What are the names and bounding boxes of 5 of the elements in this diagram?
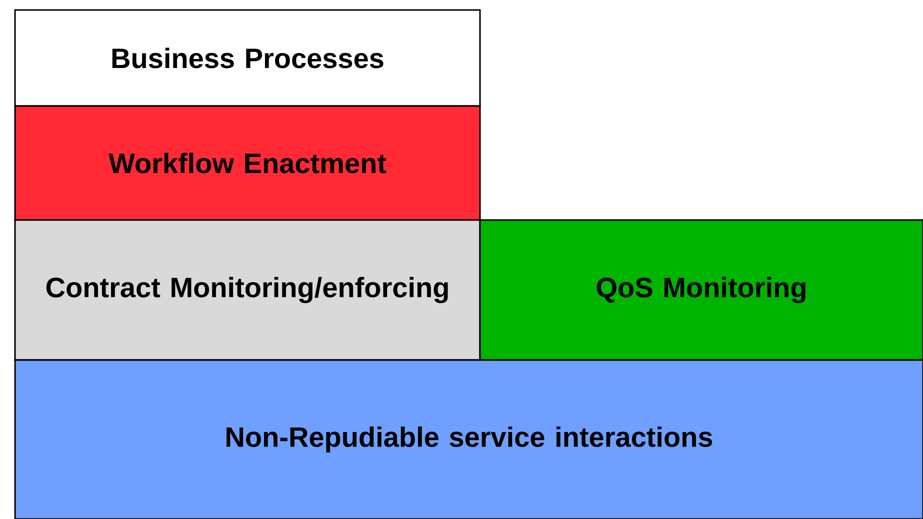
layer-box: Workflow Enactment xyxy=(14,105,481,221)
layer-box: Contract Monitoring/enforcing xyxy=(14,219,481,361)
layer-box: Business Processes xyxy=(14,9,481,107)
layer-box: QoS Monitoring xyxy=(479,219,923,361)
layer-box: Non-Repudiable service interactions xyxy=(14,359,923,519)
